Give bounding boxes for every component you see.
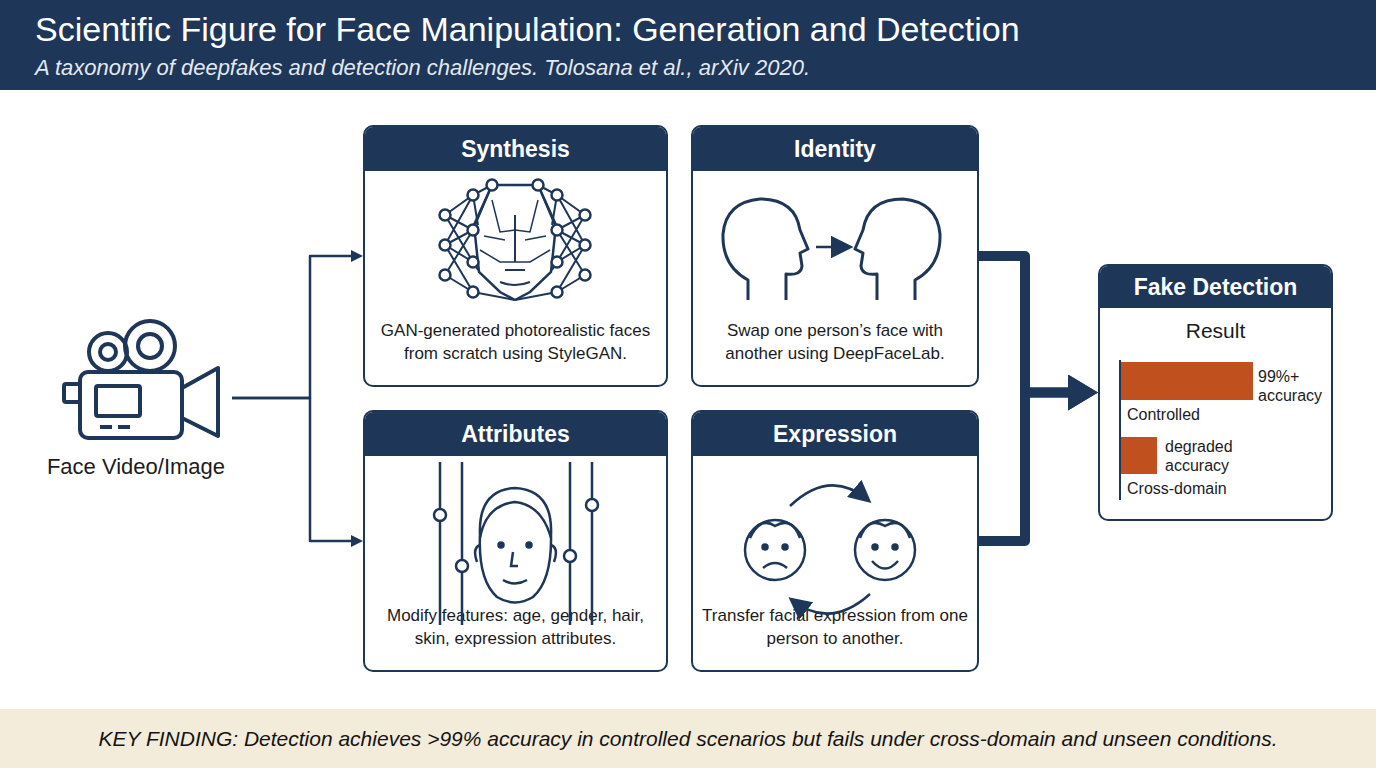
camera-reel (125, 321, 175, 371)
merge-connector (979, 393, 1078, 542)
chart-label: 99%+ accuracy (1258, 367, 1330, 405)
category-box: ExpressionTransfer facial expression fro… (691, 410, 979, 672)
branch-connector (232, 398, 355, 541)
node-heading: KEY FINDING: Detection achieves >99% acc… (78, 726, 1297, 751)
camera-icon (64, 321, 218, 438)
node-heading: Fake Detection (1100, 266, 1331, 308)
node-heading: Identity (693, 127, 977, 171)
node-body: Result (1100, 318, 1331, 344)
chart-label: degraded accuracy (1165, 437, 1249, 475)
camera-detail (100, 425, 130, 429)
header-band: Scientific Figure for Face Manipulation:… (0, 0, 1376, 90)
category-box: AttributesModify features: age, gender, … (363, 410, 668, 672)
merge-connector (979, 256, 1078, 393)
camera-reel (89, 333, 127, 371)
branch-connector (232, 256, 355, 398)
node-heading: Expression (693, 412, 977, 456)
figure-title: Scientific Figure for Face Manipulation:… (35, 9, 1355, 49)
node-body: Transfer facial expression from one pers… (693, 604, 977, 670)
chart-label: Cross-domain (1127, 479, 1257, 498)
camera-lens (182, 368, 218, 436)
figure-subtitle: A taxonomy of deepfakes and detection ch… (35, 54, 1355, 82)
node-heading: Synthesis (365, 127, 666, 171)
node-heading: Attributes (365, 412, 666, 456)
finding-band: KEY FINDING: Detection achieves >99% acc… (0, 709, 1376, 768)
category-box: IdentitySwap one person’s face with anot… (691, 125, 979, 387)
node-heading: Face Video/Image (40, 454, 232, 483)
category-box: SynthesisGAN-generated photorealistic fa… (363, 125, 668, 387)
camera-body (80, 372, 182, 438)
camera-reel (100, 344, 116, 360)
node-body: GAN-generated photorealistic faces from … (365, 319, 666, 385)
camera-screen (96, 386, 140, 416)
source-node: Face Video/Image (40, 318, 232, 483)
camera-handle (64, 384, 80, 402)
camera-reel (138, 334, 162, 358)
chart-label: Controlled (1127, 405, 1247, 424)
node-body: Swap one person’s face with another usin… (693, 319, 977, 385)
node-body: Modify features: age, gender, hair, skin… (365, 604, 666, 670)
